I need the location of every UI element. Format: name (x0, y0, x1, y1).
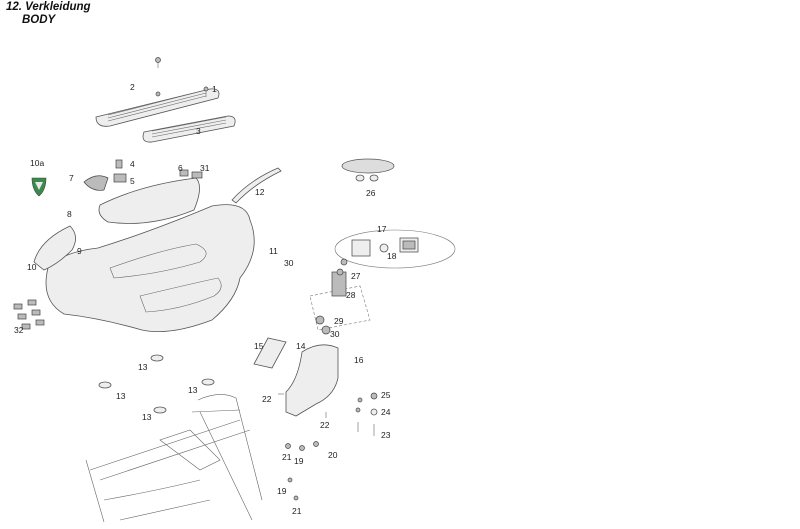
callout-19a: 19 (294, 456, 304, 466)
callout-13a: 13 (138, 362, 148, 372)
badge-logo (341, 158, 395, 182)
page-header: 12. Verkleidung BODY (6, 1, 91, 27)
callout-11: 11 (269, 246, 278, 256)
floor-mat-upper (95, 88, 220, 127)
callout-13b: 13 (116, 391, 126, 401)
callout-23: 23 (381, 430, 391, 440)
callout-28: 28 (346, 290, 356, 300)
callout-9: 9 (77, 246, 82, 256)
callout-6: 6 (178, 163, 183, 173)
callout-3: 3 (196, 126, 201, 136)
callout-31: 31 (200, 163, 210, 173)
clip-parts (83, 159, 203, 191)
frame (85, 394, 263, 523)
main-body-panel (45, 204, 255, 332)
callout-13d: 13 (142, 412, 152, 422)
screw-1 (203, 86, 209, 97)
washers (98, 354, 215, 414)
callout-21a: 21 (282, 452, 292, 462)
callout-24: 24 (381, 407, 391, 417)
callout-8: 8 (67, 209, 72, 219)
pads (13, 299, 45, 330)
callout-18: 18 (387, 251, 397, 261)
callout-15: 15 (254, 341, 264, 351)
callout-4: 4 (130, 159, 135, 169)
seat-cover (98, 177, 200, 224)
hardware-column (355, 392, 378, 436)
title-english: BODY (22, 14, 56, 26)
title-german: 12. Verkleidung (6, 1, 91, 13)
callout-10: 10 (27, 262, 37, 272)
callout-22b: 22 (320, 420, 330, 430)
callout-17: 17 (377, 224, 387, 234)
callout-13c: 13 (188, 385, 198, 395)
callout-7: 7 (69, 173, 74, 183)
callout-12: 12 (255, 187, 265, 197)
side-panel-left (33, 225, 76, 271)
callout-26: 26 (366, 188, 376, 198)
callout-29: 29 (334, 316, 344, 326)
callout-20: 20 (328, 450, 338, 460)
screw-top (155, 57, 161, 68)
callout-5: 5 (130, 176, 135, 186)
trim-strip (231, 167, 282, 204)
floor-mat-lower (142, 115, 236, 143)
indicator-detail (334, 229, 456, 269)
callout-1: 1 (212, 84, 217, 94)
bolts (278, 393, 327, 501)
callout-14: 14 (296, 341, 306, 351)
bracket-assembly (309, 258, 371, 335)
rubber-pad (253, 337, 287, 369)
callout-30b: 30 (330, 329, 340, 339)
callout-2: 2 (130, 82, 135, 92)
lower-cover (285, 344, 339, 417)
callout-19b: 19 (277, 486, 287, 496)
callout-16: 16 (354, 355, 364, 365)
callout-32: 32 (14, 325, 24, 335)
screw-2 (155, 91, 161, 97)
callout-25: 25 (381, 390, 391, 400)
callout-27: 27 (351, 271, 361, 281)
callout-22a: 22 (262, 394, 272, 404)
callout-10a: 10a (30, 158, 44, 168)
callout-30a: 30 (284, 258, 294, 268)
callout-21b: 21 (292, 506, 302, 516)
emblem-icon (31, 177, 47, 197)
